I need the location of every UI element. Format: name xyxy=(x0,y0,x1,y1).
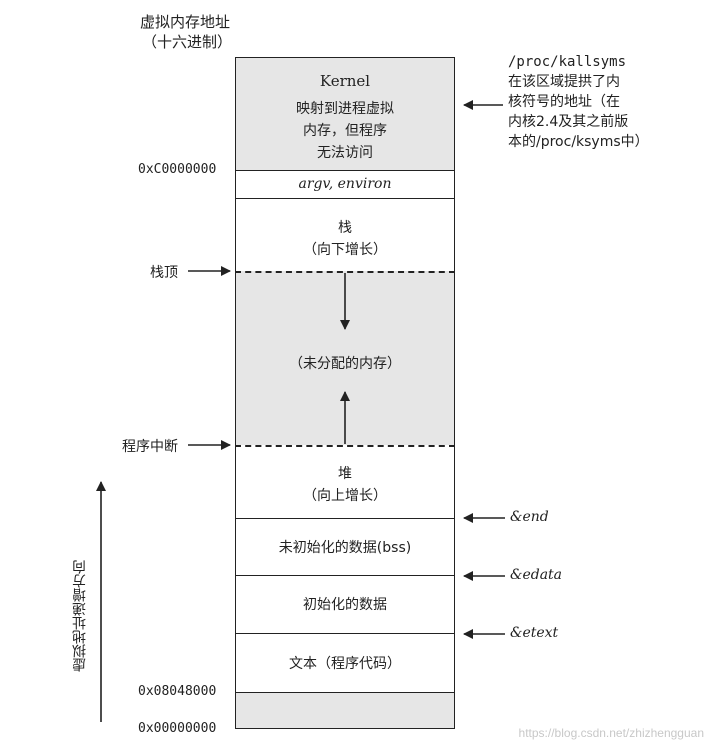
kernel-desc-line1: 映射到进程虚拟 xyxy=(296,101,394,117)
kallsyms-note-line4: 本的/proc/ksyms中） xyxy=(508,134,649,150)
address-header: 虚拟内存地址 （十六进制） xyxy=(140,12,250,52)
edata-symbol-label: &edata xyxy=(510,567,563,583)
address-header-subtitle: （十六进制） xyxy=(142,33,233,51)
unallocated-label: （未分配的内存） xyxy=(289,356,401,372)
text-segment: 文本（程序代码） xyxy=(235,633,455,693)
stack-title: 栈 xyxy=(338,220,352,236)
stack-direction: （向下增长） xyxy=(303,242,387,258)
kallsyms-note-line3: 内核2.4及其之前版 xyxy=(508,114,629,130)
address-text-start: 0x08048000 xyxy=(138,684,217,699)
argv-environ-label: argv, environ xyxy=(298,176,392,192)
kernel-title: Kernel xyxy=(319,72,371,90)
address-zero: 0x00000000 xyxy=(138,721,217,736)
stack-segment: 栈 （向下增长） xyxy=(235,198,455,272)
kernel-desc-line2: 内存，但程序 xyxy=(303,123,387,139)
end-symbol-label: &end xyxy=(510,509,549,525)
kallsyms-note-line1: 在该区域提拱了内 xyxy=(508,74,620,90)
bss-segment: 未初始化的数据(bss) xyxy=(235,518,455,576)
data-label: 初始化的数据 xyxy=(303,597,387,613)
argv-environ-segment: argv, environ xyxy=(235,170,455,198)
kernel-segment: Kernel 映射到进程虚拟 内存，但程序 无法访问 xyxy=(235,57,455,170)
heap-direction: （向上增长） xyxy=(303,488,387,504)
heap-segment: 堆 （向上增长） xyxy=(235,445,455,519)
watermark: https://blog.csdn.net/zhizhengguan xyxy=(518,726,704,740)
kallsyms-path: /proc/kallsyms xyxy=(508,54,627,70)
kernel-desc-line3: 无法访问 xyxy=(317,145,373,161)
data-segment: 初始化的数据 xyxy=(235,575,455,634)
bss-label: 未初始化的数据(bss) xyxy=(278,540,412,556)
heap-title: 堆 xyxy=(338,466,352,482)
kallsyms-note-line2: 核符号的地址（在 xyxy=(508,94,620,110)
address-kernel-base: 0xC0000000 xyxy=(138,162,217,177)
etext-symbol-label: &etext xyxy=(510,625,559,641)
reserved-low-segment xyxy=(235,692,455,729)
kallsyms-note: /proc/kallsyms 在该区域提拱了内 核符号的地址（在 内核2.4及其… xyxy=(508,52,708,152)
stack-top-label: 栈顶 xyxy=(150,265,178,281)
text-label: 文本（程序代码） xyxy=(289,656,401,672)
address-header-title: 虚拟内存地址 xyxy=(140,13,231,31)
program-break-label: 程序中断 xyxy=(122,439,178,455)
